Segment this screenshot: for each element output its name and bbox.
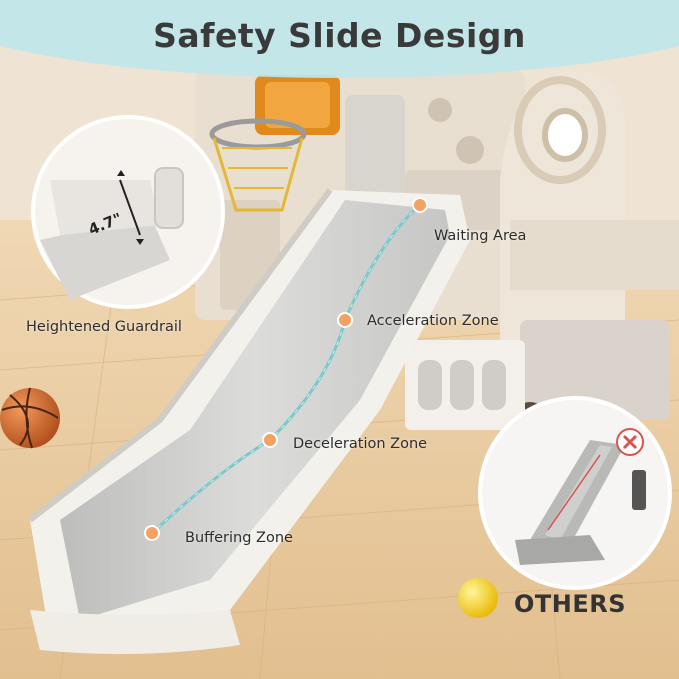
acceleration-zone-label: Acceleration Zone [367, 313, 499, 329]
buffering-zone-label: Buffering Zone [185, 530, 293, 546]
page-title: Safety Slide Design [153, 16, 526, 55]
title-banner: Safety Slide Design [0, 0, 679, 80]
others-comparison [478, 396, 672, 590]
deceleration-zone-label: Deceleration Zone [293, 436, 428, 452]
others-label: OTHERS [514, 590, 627, 618]
slide [28, 188, 470, 654]
basketball-icon [0, 387, 60, 449]
yellow-ball-icon [458, 578, 498, 618]
waiting-area-label: Waiting Area [434, 228, 527, 244]
guardrail-detail [31, 115, 225, 309]
heightened-guardrail-label: Heightened Guardrail [26, 319, 182, 335]
